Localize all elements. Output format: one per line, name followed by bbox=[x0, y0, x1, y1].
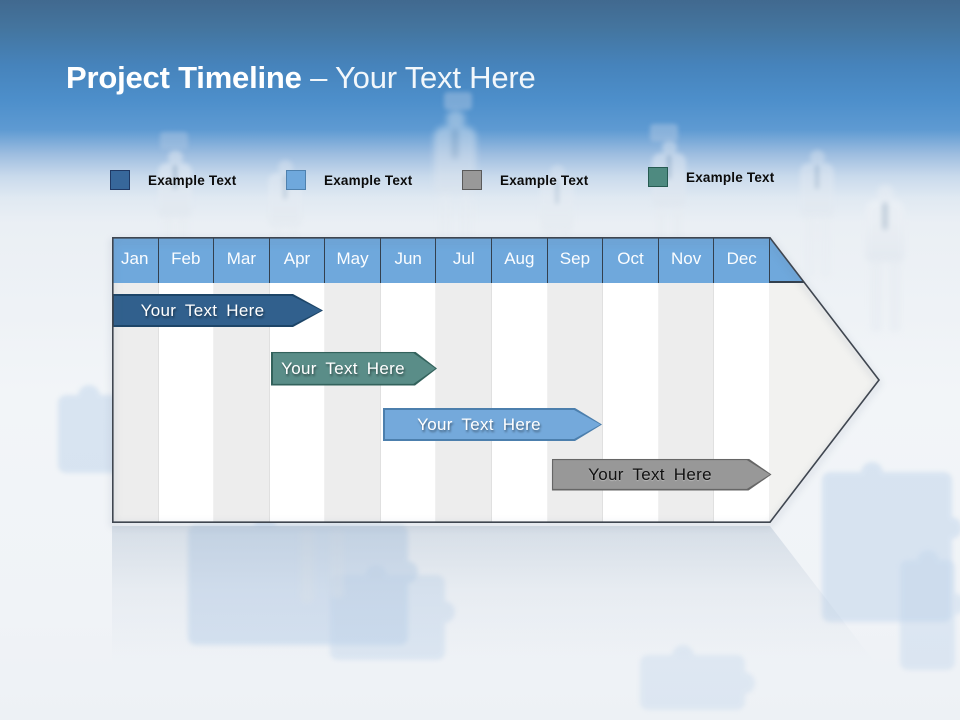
background-puzzle-piece bbox=[640, 645, 755, 710]
background-puzzle-piece bbox=[900, 550, 960, 670]
column-stripe bbox=[492, 283, 548, 523]
timeline-bar-1[interactable]: Your Text Here bbox=[112, 294, 323, 327]
legend-item-4[interactable]: Example Text bbox=[648, 167, 774, 187]
background-reflection-streak bbox=[300, 528, 314, 603]
bar-label: Your Text Here bbox=[417, 414, 541, 434]
column-stripe bbox=[436, 283, 493, 523]
background-puzzle-piece bbox=[188, 515, 418, 645]
bar-label: Your Text Here bbox=[281, 358, 405, 378]
timeline-reflection bbox=[112, 526, 880, 720]
legend-item-2[interactable]: Example Text bbox=[286, 170, 412, 190]
legend-label: Example Text bbox=[324, 172, 413, 188]
legend-label: Example Text bbox=[686, 169, 775, 185]
month-cell-apr[interactable]: Apr bbox=[269, 237, 326, 283]
month-cell-oct[interactable]: Oct bbox=[603, 237, 659, 283]
title-primary: Project Timeline bbox=[66, 60, 302, 95]
legend-swatch-gray bbox=[462, 170, 482, 190]
legend-item-3[interactable]: Example Text bbox=[462, 170, 588, 190]
month-cell-nov[interactable]: Nov bbox=[658, 237, 715, 283]
month-cell-may[interactable]: May bbox=[325, 237, 381, 283]
month-cell-jun[interactable]: Jun bbox=[380, 237, 437, 283]
month-cell-jan[interactable]: Jan bbox=[112, 237, 159, 283]
legend-label: Example Text bbox=[500, 172, 589, 188]
legend-label: Example Text bbox=[148, 172, 237, 188]
legend-item-1[interactable]: Example Text bbox=[110, 170, 236, 190]
month-cell-mar[interactable]: Mar bbox=[214, 237, 270, 283]
month-cell-sep[interactable]: Sep bbox=[547, 237, 604, 283]
background-puzzle-piece bbox=[160, 132, 188, 150]
legend-swatch-teal bbox=[648, 167, 668, 187]
legend-swatch-light-blue bbox=[286, 170, 306, 190]
background-puzzle-piece bbox=[330, 565, 455, 660]
month-cell-aug[interactable]: Aug bbox=[492, 237, 548, 283]
title-secondary: – Your Text Here bbox=[310, 60, 536, 95]
timeline-bar-2[interactable]: Your Text Here bbox=[271, 352, 437, 386]
month-cell-jul[interactable]: Jul bbox=[436, 237, 493, 283]
month-header-row: Jan Feb Mar Apr May Jun Jul Aug Sep Oct … bbox=[112, 237, 770, 283]
background-reflection-streak bbox=[330, 528, 344, 598]
slide-title[interactable]: Project Timeline – Your Text Here bbox=[66, 60, 536, 96]
legend-swatch-dark-blue bbox=[110, 170, 130, 190]
column-stripe bbox=[380, 283, 437, 523]
bar-label: Your Text Here bbox=[140, 300, 265, 320]
month-cell-feb[interactable]: Feb bbox=[158, 237, 215, 283]
timeline-bar-3[interactable]: Your Text Here bbox=[383, 408, 602, 441]
background-puzzle-piece bbox=[650, 124, 678, 142]
month-cell-dec[interactable]: Dec bbox=[714, 237, 770, 283]
column-stripe bbox=[325, 283, 381, 523]
timeline-bar-4[interactable]: Your Text Here bbox=[552, 459, 772, 491]
timeline-arrow: Jan Feb Mar Apr May Jun Jul Aug Sep Oct … bbox=[112, 237, 881, 523]
bar-label: Your Text Here bbox=[588, 464, 712, 484]
